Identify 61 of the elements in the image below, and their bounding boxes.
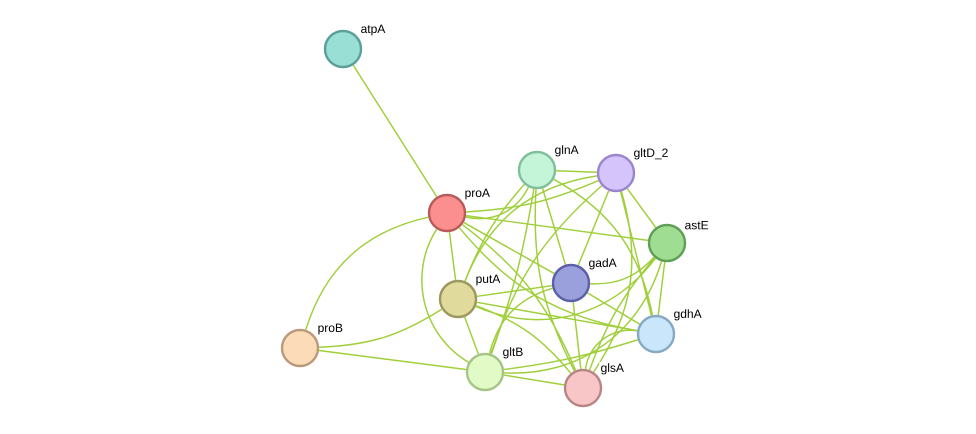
interaction-line	[464, 184, 525, 282]
interaction-line	[534, 189, 575, 372]
interaction-line	[504, 374, 564, 386]
protein-node	[648, 224, 686, 262]
interaction-line	[504, 261, 662, 374]
interaction-line	[475, 258, 656, 320]
node-label: putA	[474, 273, 502, 287]
interaction-line	[504, 339, 638, 370]
interaction-line	[319, 308, 442, 348]
interaction-line	[466, 186, 530, 220]
node-label: proB	[316, 322, 344, 336]
protein-node	[324, 30, 362, 68]
node-label: atpA	[359, 23, 387, 37]
interaction-line	[476, 284, 552, 298]
node-label: astE	[683, 220, 710, 231]
interaction-line	[464, 316, 480, 354]
interaction-line	[542, 188, 566, 265]
interaction-line	[658, 262, 666, 316]
protein-node	[428, 194, 466, 232]
interaction-line	[620, 191, 652, 316]
node-label: gltD_2	[632, 146, 670, 161]
node-label: glsA	[599, 362, 626, 376]
interaction-line	[588, 257, 656, 370]
interaction-line	[490, 188, 535, 354]
interaction-line	[318, 350, 466, 370]
interaction-line	[466, 180, 599, 213]
interaction-line	[553, 178, 654, 316]
interaction-line	[305, 216, 428, 330]
interaction-line	[593, 191, 633, 372]
interaction-line	[584, 330, 638, 370]
interaction-line	[448, 232, 456, 280]
interaction-line	[421, 228, 469, 363]
protein-node	[636, 314, 676, 354]
node-label: glnA	[553, 144, 580, 158]
interaction-line	[352, 64, 438, 198]
interaction-line	[590, 256, 655, 285]
interaction-line	[572, 302, 582, 369]
protein-node	[438, 280, 478, 318]
node-label: gadA	[587, 256, 618, 271]
node-label: gdhA	[672, 308, 703, 322]
protein-node	[466, 352, 504, 392]
interaction-line	[463, 222, 555, 274]
interaction-line	[464, 175, 598, 282]
interaction-line	[462, 224, 576, 371]
protein-node	[552, 264, 590, 302]
node-label: proA	[463, 187, 492, 201]
interaction-line	[556, 170, 597, 173]
interaction-line	[466, 214, 648, 242]
interaction-line	[476, 305, 572, 374]
protein-node	[596, 154, 636, 192]
protein-node	[564, 368, 602, 408]
interaction-line	[578, 190, 610, 266]
node-label: gltB	[501, 346, 525, 360]
protein-node	[280, 328, 320, 368]
interaction-line	[490, 185, 602, 354]
interaction-line	[488, 288, 553, 354]
interaction-line	[458, 227, 638, 332]
interaction-line	[476, 302, 638, 332]
interaction-line	[587, 292, 640, 325]
protein-node	[518, 150, 556, 190]
interaction-line	[626, 188, 656, 228]
